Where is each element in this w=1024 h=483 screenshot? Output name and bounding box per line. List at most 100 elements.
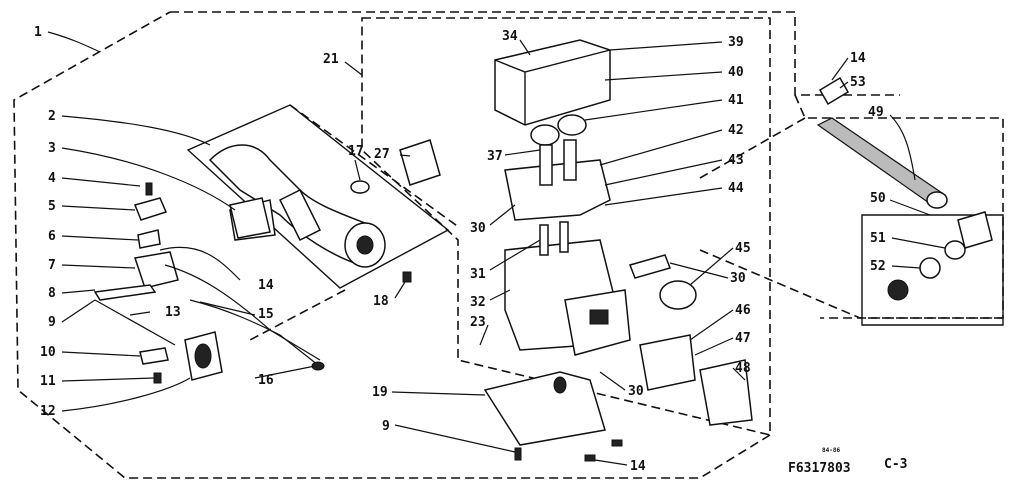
callout-34: 34 (502, 29, 518, 44)
diagram-code: F6317803 (788, 461, 851, 476)
callout-19: 19 (372, 385, 388, 400)
rod-9 (94, 299, 176, 346)
callout-1: 1 (34, 25, 42, 40)
pin-b (559, 221, 569, 253)
callout-6: 6 (48, 229, 56, 244)
callout-4: 4 (48, 171, 56, 186)
callout-11: 11 (40, 374, 56, 389)
callout-44: 44 (728, 181, 744, 196)
nut-51 (944, 240, 966, 260)
valve-stem-right (563, 139, 577, 181)
clip-part (402, 271, 412, 283)
callout-labels: 1 2 3 4 5 6 7 8 9 10 11 12 13 14 15 16 1… (34, 25, 886, 474)
callout-48: 48 (735, 361, 751, 376)
fitting-box (861, 214, 1004, 326)
part-sketches (93, 39, 993, 462)
callout-5: 5 (48, 199, 56, 214)
callout-31: 31 (470, 267, 486, 282)
thermocouple-15 (189, 299, 319, 366)
elbow-50 (957, 211, 993, 249)
callout-43: 43 (728, 153, 744, 168)
footer-small-mark: 84-86 (822, 447, 840, 454)
callout-30-upper: 30 (470, 221, 486, 236)
callout-53: 53 (850, 75, 866, 90)
harness-boundary (249, 104, 461, 341)
callout-9-left: 9 (48, 315, 56, 330)
switch-46 (639, 334, 696, 391)
callout-17: 17 (348, 144, 364, 159)
callout-21: 21 (323, 52, 339, 67)
callout-10: 10 (40, 345, 56, 360)
callout-8: 8 (48, 286, 56, 301)
bracket-10 (139, 347, 169, 365)
callout-18: 18 (373, 294, 389, 309)
callout-45: 45 (735, 241, 751, 256)
pin-a (539, 224, 549, 256)
callout-32: 32 (470, 295, 486, 310)
valve-cover (494, 39, 611, 126)
callout-15: 15 (258, 307, 274, 322)
knob-left (530, 124, 560, 146)
callout-27: 27 (374, 147, 390, 162)
switch-7 (134, 251, 179, 289)
callout-30-right: 30 (730, 271, 746, 286)
igniter-coil (194, 343, 212, 369)
callout-39: 39 (728, 35, 744, 50)
callout-40: 40 (728, 65, 744, 80)
callout-14-bottom: 14 (630, 459, 646, 474)
plate-27 (399, 139, 441, 186)
callout-42: 42 (728, 123, 744, 138)
nut-52 (919, 257, 941, 279)
callout-9-bottom: 9 (382, 419, 390, 434)
o-ring-45 (659, 280, 697, 310)
group-boundaries (13, 11, 1004, 479)
callout-37: 37 (487, 149, 503, 164)
callout-49: 49 (868, 105, 884, 120)
callout-16: 16 (258, 373, 274, 388)
tube-49-end (926, 191, 948, 209)
callout-51: 51 (870, 231, 886, 246)
leader-lines (47, 31, 946, 466)
bracket-48 (699, 359, 753, 426)
electrode-8 (93, 284, 157, 301)
callout-30-lower: 30 (628, 384, 644, 399)
screw-14-bottom-b (611, 439, 623, 447)
callout-47: 47 (735, 331, 751, 346)
knob-right (557, 114, 587, 136)
valve-body (504, 159, 611, 221)
callout-7: 7 (48, 258, 56, 273)
callout-41: 41 (728, 93, 744, 108)
sheet-number: C-3 (884, 457, 907, 472)
callout-50: 50 (870, 191, 886, 206)
footer: 84-86 F6317803 C-3 (788, 447, 907, 476)
callout-23: 23 (470, 315, 486, 330)
bracket-3 (229, 197, 271, 239)
valve-group-boundary (361, 17, 771, 437)
fitting-52 (887, 279, 909, 301)
screw-14-bottom-a (584, 454, 596, 462)
callout-12: 12 (40, 404, 56, 419)
screw-9-bottom (514, 447, 522, 461)
burner-group-boundary (186, 104, 450, 289)
orifice-cap (350, 180, 370, 194)
clip-6 (137, 229, 161, 249)
clip-53 (818, 76, 850, 106)
tube-30 (629, 254, 671, 279)
wire-harness (159, 246, 321, 361)
regulator-window (589, 309, 609, 325)
callout-13: 13 (165, 305, 181, 320)
screw-11 (153, 372, 162, 384)
callout-14-left: 14 (258, 278, 274, 293)
callout-2: 2 (48, 109, 56, 124)
bracket-hole (553, 376, 567, 394)
callout-14-right: 14 (850, 51, 866, 66)
callout-52: 52 (870, 259, 886, 274)
valve-stem-left (539, 144, 553, 186)
screw-4 (145, 182, 153, 196)
callout-46: 46 (735, 303, 751, 318)
callout-3: 3 (48, 141, 56, 156)
mount-bracket-19 (483, 371, 606, 446)
fitting-group-boundary (699, 117, 1003, 319)
bracket-5 (133, 197, 168, 221)
